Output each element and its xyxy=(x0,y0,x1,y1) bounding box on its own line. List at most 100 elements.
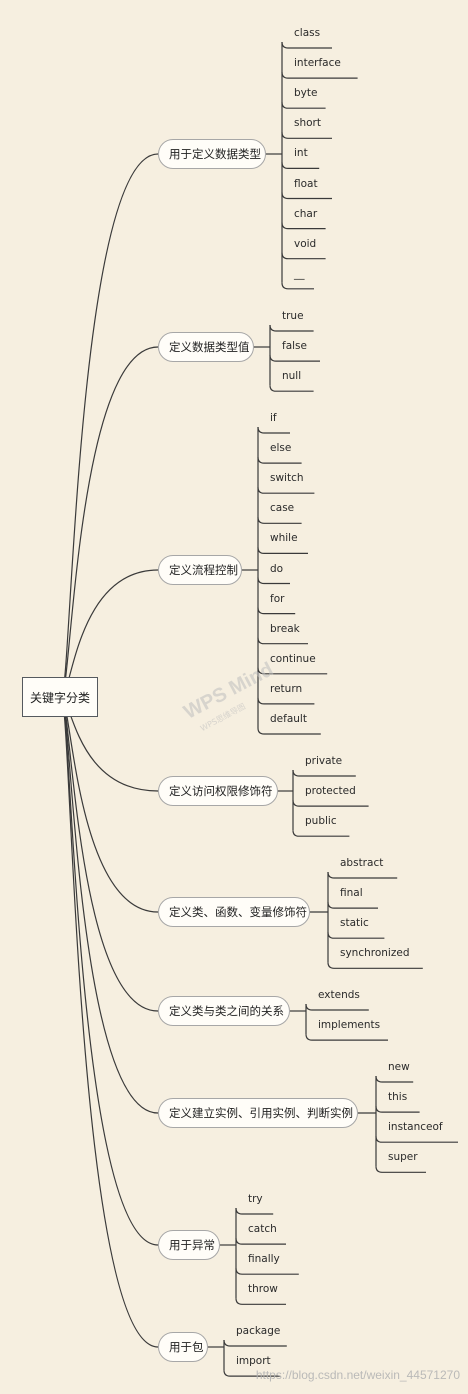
leaf-underline xyxy=(257,577,290,585)
leaf-underline xyxy=(375,1136,458,1143)
leaf-underline xyxy=(305,1003,369,1011)
leaf-underline xyxy=(281,72,358,79)
leaf-underline xyxy=(292,769,356,777)
credit-url: https://blog.csdn.net/weixin_44571270 xyxy=(255,1368,460,1382)
leaf-keyword[interactable]: if xyxy=(270,412,277,424)
branch-node[interactable]: 用于异常 xyxy=(158,1230,220,1260)
branch-node[interactable]: 定义类与类之间的关系 xyxy=(158,996,290,1026)
leaf-keyword[interactable]: null xyxy=(282,370,302,383)
branch-node[interactable]: 定义流程控制 xyxy=(158,555,242,585)
leaf-underline xyxy=(235,1207,274,1215)
leaf-underline xyxy=(223,1370,281,1377)
leaf-keyword[interactable]: throw xyxy=(248,1283,278,1296)
leaf-underline xyxy=(269,324,314,332)
leaf-keyword[interactable]: catch xyxy=(248,1223,277,1236)
root-branch-curve xyxy=(61,153,159,698)
leaf-underline xyxy=(257,637,308,645)
leaf-keyword[interactable]: switch xyxy=(270,472,304,485)
root-branch-curve xyxy=(61,696,159,1348)
root-branch-curve xyxy=(61,696,159,1012)
leaf-keyword[interactable]: __ xyxy=(294,267,305,280)
leaf-underline xyxy=(235,1298,286,1305)
leaf-keyword[interactable]: static xyxy=(340,917,369,930)
leaf-keyword[interactable]: synchronized xyxy=(340,947,410,960)
leaf-keyword[interactable]: abstract xyxy=(340,857,384,869)
leaf-keyword[interactable]: import xyxy=(236,1355,271,1368)
leaf-keyword[interactable]: else xyxy=(270,442,292,455)
leaf-underline xyxy=(327,932,385,939)
leaf-underline xyxy=(257,487,315,494)
leaf-keyword[interactable]: public xyxy=(305,815,337,828)
branch-node[interactable]: 定义建立实例、引用实例、判断实例 xyxy=(158,1098,358,1128)
leaf-underline xyxy=(269,385,314,392)
leaf-underline xyxy=(375,1075,414,1083)
leaf-underline xyxy=(305,1034,388,1041)
leaf-underline xyxy=(281,162,320,169)
leaf-keyword[interactable]: do xyxy=(270,562,284,575)
leaf-keyword[interactable]: default xyxy=(270,713,307,725)
leaf-keyword[interactable]: short xyxy=(294,117,321,130)
branch-node[interactable]: 定义数据类型值 xyxy=(158,332,254,362)
leaf-keyword[interactable]: new xyxy=(388,1061,410,1073)
leaf-keyword[interactable]: interface xyxy=(294,57,341,70)
leaf-underline xyxy=(257,607,296,615)
leaf-underline xyxy=(375,1166,426,1173)
leaf-keyword[interactable]: case xyxy=(270,502,295,515)
branch-node[interactable]: 用于定义数据类型 xyxy=(158,139,266,169)
leaf-underline xyxy=(235,1268,299,1275)
leaf-keyword[interactable]: char xyxy=(294,207,318,220)
leaf-keyword[interactable]: true xyxy=(282,310,304,322)
leaf-underline xyxy=(269,355,320,362)
leaf-keyword[interactable]: protected xyxy=(305,785,356,798)
leaf-underline xyxy=(292,830,350,837)
leaf-keyword[interactable]: extends xyxy=(318,989,360,1001)
leaf-underline xyxy=(257,517,302,524)
leaf-keyword[interactable]: private xyxy=(305,755,343,767)
leaf-keyword[interactable]: try xyxy=(248,1193,263,1205)
leaf-keyword[interactable]: package xyxy=(236,1325,281,1337)
leaf-underline xyxy=(257,426,290,434)
leaf-underline xyxy=(281,41,332,49)
leaf-underline xyxy=(281,132,332,139)
leaf-underline xyxy=(281,192,332,200)
root-node[interactable]: 关键字分类 xyxy=(22,677,98,717)
leaf-keyword[interactable]: false xyxy=(282,340,307,353)
leaf-underline xyxy=(327,902,378,909)
leaf-keyword[interactable]: return xyxy=(270,682,303,695)
root-branch-curve xyxy=(61,346,159,698)
leaf-keyword[interactable]: finally xyxy=(248,1253,280,1266)
leaf-underline xyxy=(281,222,326,230)
leaf-keyword[interactable]: continue xyxy=(270,652,316,665)
root-branch-curve xyxy=(61,696,159,1246)
leaf-keyword[interactable]: void xyxy=(294,237,317,250)
leaf-underline xyxy=(375,1106,420,1113)
leaf-keyword[interactable]: float xyxy=(294,177,318,190)
branch-node[interactable]: 定义类、函数、变量修饰符 xyxy=(158,897,310,927)
branch-node[interactable]: 定义访问权限修饰符 xyxy=(158,776,278,806)
root-branch-curve xyxy=(61,696,159,1114)
leaf-keyword[interactable]: final xyxy=(340,887,363,900)
leaf-underline xyxy=(257,547,308,554)
leaf-underline xyxy=(235,1238,286,1245)
leaf-keyword[interactable]: this xyxy=(388,1091,408,1104)
leaf-keyword[interactable]: instanceof xyxy=(388,1121,443,1134)
leaf-underline xyxy=(257,727,321,735)
leaf-underline xyxy=(281,252,326,260)
leaf-underline xyxy=(327,871,398,879)
leaf-keyword[interactable]: while xyxy=(270,532,298,545)
leaf-underline xyxy=(327,962,423,969)
branch-node[interactable]: 用于包 xyxy=(158,1332,208,1362)
leaf-underline xyxy=(281,282,314,290)
leaf-keyword[interactable]: class xyxy=(294,27,321,39)
leaf-keyword[interactable]: int xyxy=(294,147,308,160)
leaf-keyword[interactable]: super xyxy=(388,1151,418,1164)
leaf-underline xyxy=(257,457,302,464)
leaf-keyword[interactable]: implements xyxy=(318,1019,381,1032)
leaf-keyword[interactable]: for xyxy=(270,592,285,605)
leaf-keyword[interactable]: break xyxy=(270,622,300,635)
leaf-keyword[interactable]: byte xyxy=(294,87,318,100)
leaf-underline xyxy=(292,800,369,807)
leaf-underline xyxy=(223,1339,287,1347)
